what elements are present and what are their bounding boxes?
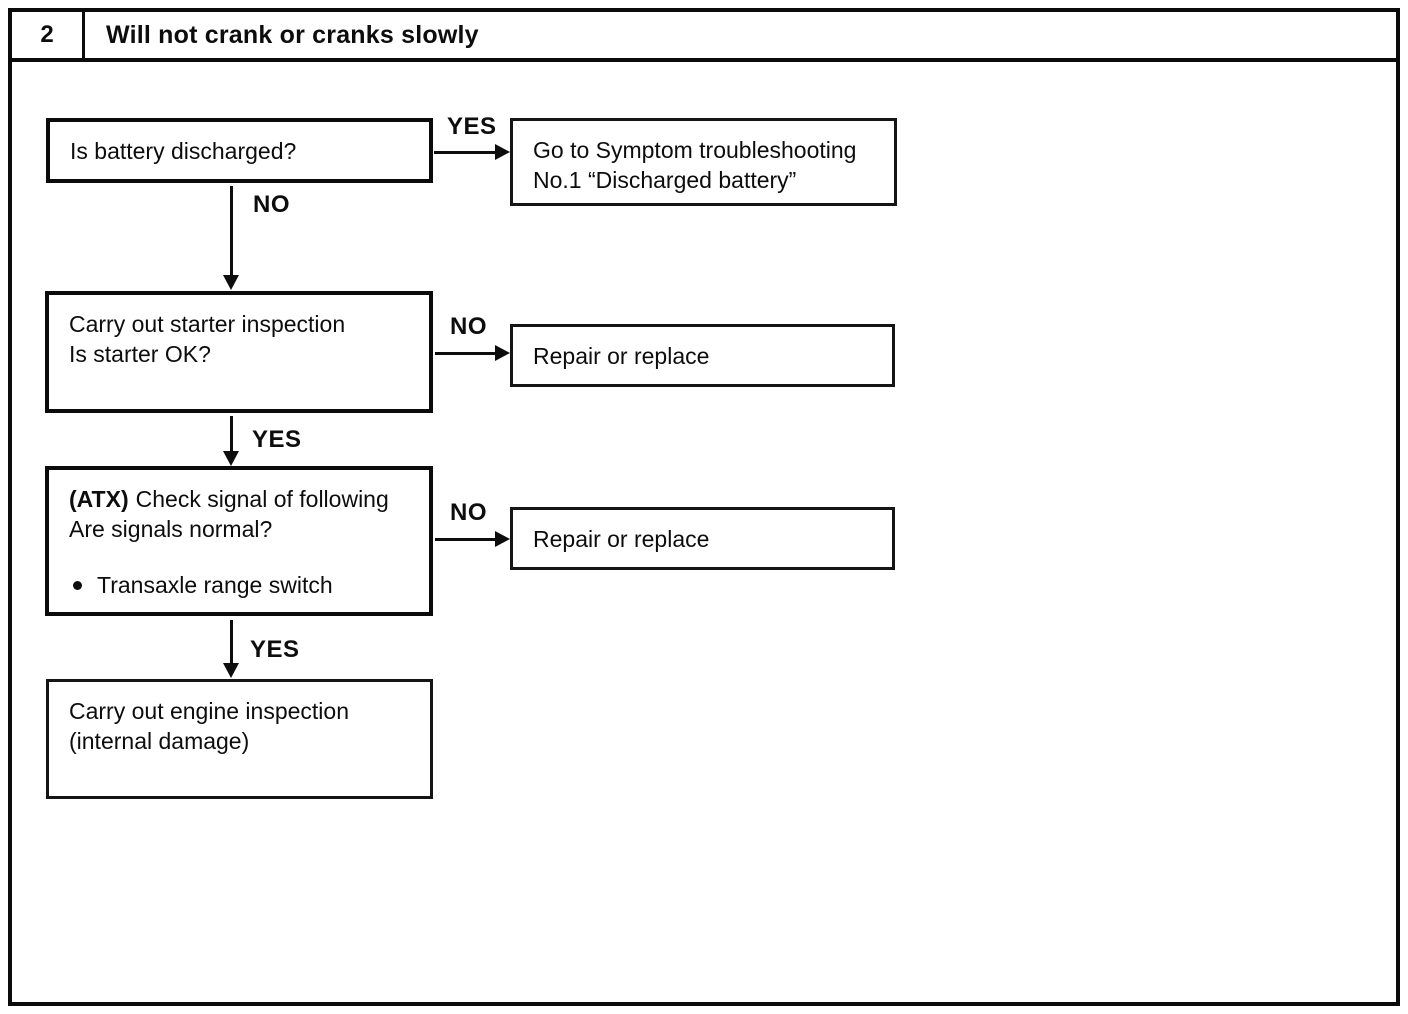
- flow-box-battery-question: Is battery discharged?: [46, 118, 433, 183]
- flow-box-starter-question: Carry out starter inspection Is starter …: [45, 291, 433, 413]
- arrow-battery-yes: [434, 144, 510, 160]
- arrow-atx-yes: [223, 620, 239, 678]
- flow-box-battery-text: Is battery discharged?: [70, 137, 297, 164]
- label-no-battery: NO: [253, 191, 290, 218]
- flow-box-starter-line1: Carry out starter inspection: [69, 311, 346, 337]
- flow-box-atx-line1: (ATX)Check signal of following: [69, 484, 411, 514]
- arrow-starter-no: [435, 345, 510, 361]
- label-yes-battery: YES: [447, 113, 497, 140]
- flow-box-repair-1-text: Repair or replace: [533, 342, 710, 369]
- flow-box-atx-bullet-text: Transaxle range switch: [97, 572, 333, 598]
- flow-box-atx-line2: Are signals normal?: [69, 516, 273, 542]
- flow-box-repair-1: Repair or replace: [510, 324, 895, 387]
- bullet-icon: [73, 580, 82, 590]
- label-yes-atx: YES: [250, 636, 300, 663]
- flow-box-starter-line2: Is starter OK?: [69, 341, 211, 367]
- section-header: 2 Will not crank or cranks slowly: [8, 8, 1400, 62]
- flow-box-engine-inspection: Carry out engine inspection (internal da…: [46, 679, 433, 799]
- section-number: 2: [12, 12, 85, 58]
- flow-box-atx-prefix: (ATX): [69, 486, 129, 512]
- flow-box-engine-line2: (internal damage): [69, 728, 250, 754]
- flow-box-goto-symptom: Go to Symptom troubleshooting No.1 “Disc…: [510, 118, 897, 206]
- flow-box-repair-2: Repair or replace: [510, 507, 895, 570]
- flow-box-atx-line1-rest: Check signal of following: [135, 486, 389, 512]
- flow-box-goto-symptom-line1: Go to Symptom troubleshooting: [533, 137, 857, 163]
- flow-box-engine-line1: Carry out engine inspection: [69, 698, 349, 724]
- flow-box-atx-bullet-line: Transaxle range switch: [69, 570, 411, 600]
- flow-box-repair-2-text: Repair or replace: [533, 525, 710, 552]
- label-yes-starter: YES: [252, 426, 302, 453]
- flow-box-goto-symptom-line2: No.1 “Discharged battery”: [533, 167, 797, 193]
- arrow-atx-no: [435, 531, 510, 547]
- arrow-starter-yes: [223, 416, 239, 466]
- arrow-battery-no: [223, 186, 239, 290]
- label-no-atx: NO: [450, 499, 487, 526]
- label-no-starter: NO: [450, 313, 487, 340]
- flow-box-atx-question: (ATX)Check signal of following Are signa…: [45, 466, 433, 616]
- section-title: Will not crank or cranks slowly: [106, 20, 479, 49]
